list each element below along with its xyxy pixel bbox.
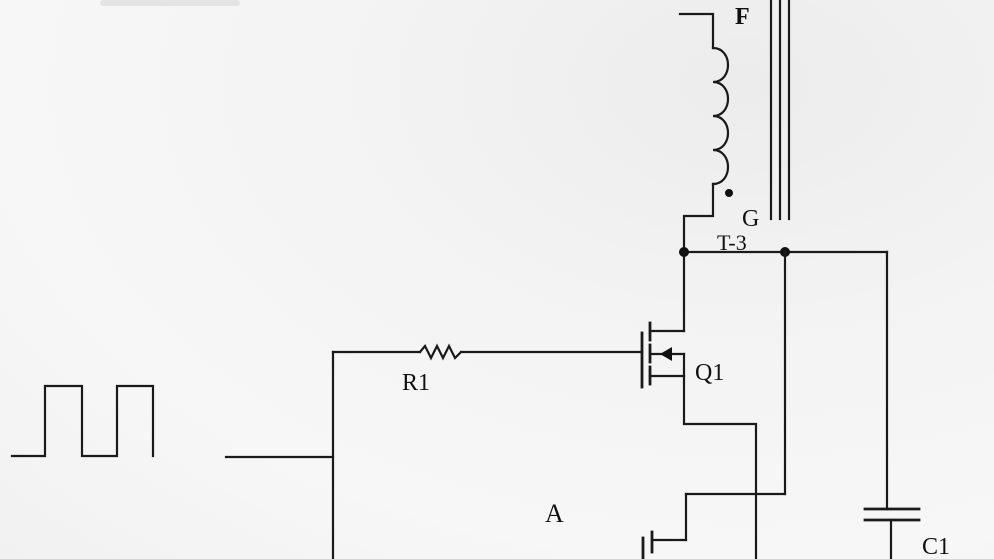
junction-left bbox=[679, 247, 689, 257]
transformer-coil bbox=[711, 46, 729, 186]
label-t3: T-3 bbox=[717, 230, 747, 255]
polarity-dot bbox=[725, 189, 733, 197]
label-f: F bbox=[735, 4, 750, 30]
label-g: G bbox=[742, 206, 759, 232]
resistor-r1 bbox=[418, 343, 463, 361]
source-wire bbox=[682, 374, 758, 559]
label-c1: C1 bbox=[922, 534, 950, 559]
square-wave-signal bbox=[10, 384, 155, 458]
primary-bottom-lead bbox=[682, 182, 715, 254]
label-r1: R1 bbox=[402, 370, 430, 396]
smudge-mark bbox=[100, 0, 240, 6]
label-q1: Q1 bbox=[695, 360, 724, 386]
primary-top-lead bbox=[678, 12, 715, 50]
label-a: A bbox=[545, 499, 564, 528]
q1-arrow bbox=[660, 347, 672, 361]
mosfet-q1 bbox=[640, 321, 686, 389]
lower-mosfet bbox=[641, 492, 688, 559]
